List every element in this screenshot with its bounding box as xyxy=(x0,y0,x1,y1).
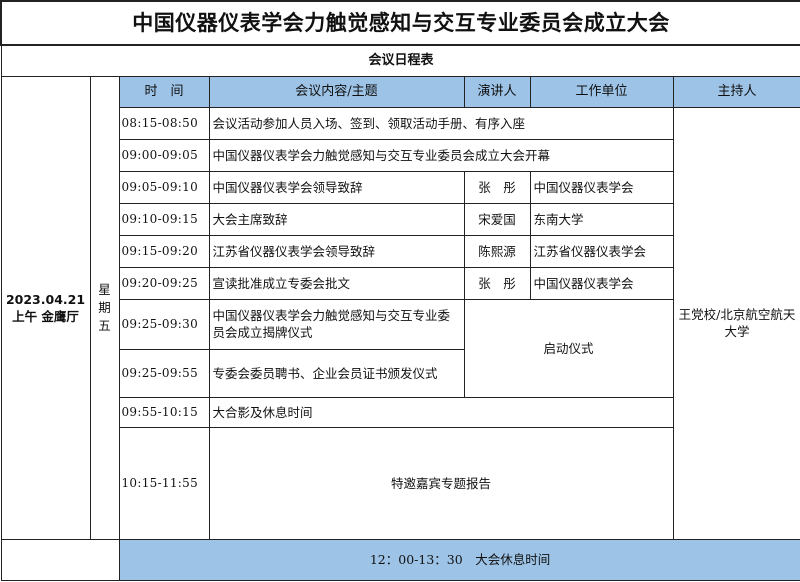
time-cell: 09:55-10:15 xyxy=(118,396,210,428)
time-cell: 09:05-09:10 xyxy=(118,170,210,204)
table-row: 09:05-09:10 中国仪器仪表学会领导致辞 张 彤 中国仪器仪表学会 xyxy=(1,170,800,204)
header-unit: 工作单位 xyxy=(529,75,674,108)
table-row: 09:55-10:15 大合影及休息时间 xyxy=(1,396,800,428)
unit-cell: 东南大学 xyxy=(529,202,674,236)
content-cell: 中国仪器仪表学会力触觉感知与交互专业委员会成立揭牌仪式 xyxy=(208,298,465,350)
content-cell: 中国仪器仪表学会力触觉感知与交互专业委员会成立大会开幕 xyxy=(208,138,674,172)
content-cell: 大会主席致辞 xyxy=(208,202,465,236)
date-text: 2023.04.21 xyxy=(5,291,86,307)
table-row: 10:15-11:55 特邀嘉宾专题报告 xyxy=(1,426,800,540)
unit-cell: 中国仪器仪表学会 xyxy=(529,266,674,300)
host-cell: 王党校/北京航空航天大学 xyxy=(672,106,800,540)
content-cell: 大合影及休息时间 xyxy=(208,396,674,428)
table-row: 09:15-09:20 江苏省仪器仪表学会领导致辞 陈熙源 江苏省仪器仪表学会 xyxy=(1,234,800,268)
speaker-cell: 张 彤 xyxy=(463,266,531,300)
time-cell: 09:00-09:05 xyxy=(118,138,210,172)
unit-cell: 江苏省仪器仪表学会 xyxy=(529,234,674,268)
weekday-char: 星 xyxy=(98,281,111,297)
content-cell: 会议活动参加人员入场、签到、领取活动手册、有序入座 xyxy=(208,106,674,140)
content-cell: 江苏省仪器仪表学会领导致辞 xyxy=(208,234,465,268)
table-row: 09:25-09:55 专委会委员聘书、企业会员证书颁发仪式 xyxy=(1,348,800,398)
time-cell: 09:15-09:20 xyxy=(118,234,210,268)
time-cell: 09:10-09:15 xyxy=(118,202,210,236)
unit-cell: 中国仪器仪表学会 xyxy=(529,170,674,204)
header-speaker: 演讲人 xyxy=(463,75,531,108)
content-cell: 宣读批准成立专委会批文 xyxy=(208,266,465,300)
header-content: 会议内容/主题 xyxy=(208,75,465,108)
content-cell: 中国仪器仪表学会领导致辞 xyxy=(208,170,465,204)
schedule-subtitle: 会议日程表 xyxy=(0,44,800,77)
speaker-cell: 宋爱国 xyxy=(463,202,531,236)
time-cell: 09:25-09:30 xyxy=(118,298,210,350)
time-cell: 09:20-09:25 xyxy=(118,266,210,300)
time-cell: 08:15-08:50 xyxy=(118,106,210,140)
date-venue-cell: 2023.04.21 上午 金鹰厅 xyxy=(0,75,91,540)
venue-text: 上午 金鹰厅 xyxy=(12,308,79,324)
content-cell: 特邀嘉宾专题报告 xyxy=(208,426,674,540)
table-row: 09:20-09:25 宣读批准成立专委会批文 张 彤 中国仪器仪表学会 xyxy=(1,266,800,300)
speaker-cell: 陈熙源 xyxy=(463,234,531,268)
table-row: 08:15-08:50 会议活动参加人员入场、签到、领取活动手册、有序入座 王党… xyxy=(1,106,800,540)
table-row: 09:25-09:30 中国仪器仪表学会力触觉感知与交互专业委员会成立揭牌仪式 … xyxy=(1,298,800,398)
speaker-cell: 张 彤 xyxy=(463,170,531,204)
time-cell: 09:25-09:55 xyxy=(118,348,210,398)
ceremony-cell: 启动仪式 xyxy=(463,298,674,398)
weekday-char: 五 xyxy=(98,317,111,333)
empty-cell xyxy=(0,538,120,581)
content-cell: 专委会委员聘书、企业会员证书颁发仪式 xyxy=(208,348,465,398)
lunch-row: 12：00-13：30 大会休息时间 xyxy=(0,538,800,581)
time-cell: 10:15-11:55 xyxy=(118,426,210,540)
header-host: 主持人 xyxy=(672,75,800,108)
weekday-char: 期 xyxy=(98,299,111,315)
weekday-cell: 星 期 五 xyxy=(89,75,120,540)
header-time: 时 间 xyxy=(118,75,210,108)
page-title: 中国仪器仪表学会力触觉感知与交互专业委员会成立大会 xyxy=(0,0,800,46)
lunch-break-cell: 12：00-13：30 大会休息时间 xyxy=(118,538,800,581)
table-row: 09:10-09:15 大会主席致辞 宋爱国 东南大学 xyxy=(1,202,800,236)
table-row: 09:00-09:05 中国仪器仪表学会力触觉感知与交互专业委员会成立大会开幕 xyxy=(1,138,800,172)
